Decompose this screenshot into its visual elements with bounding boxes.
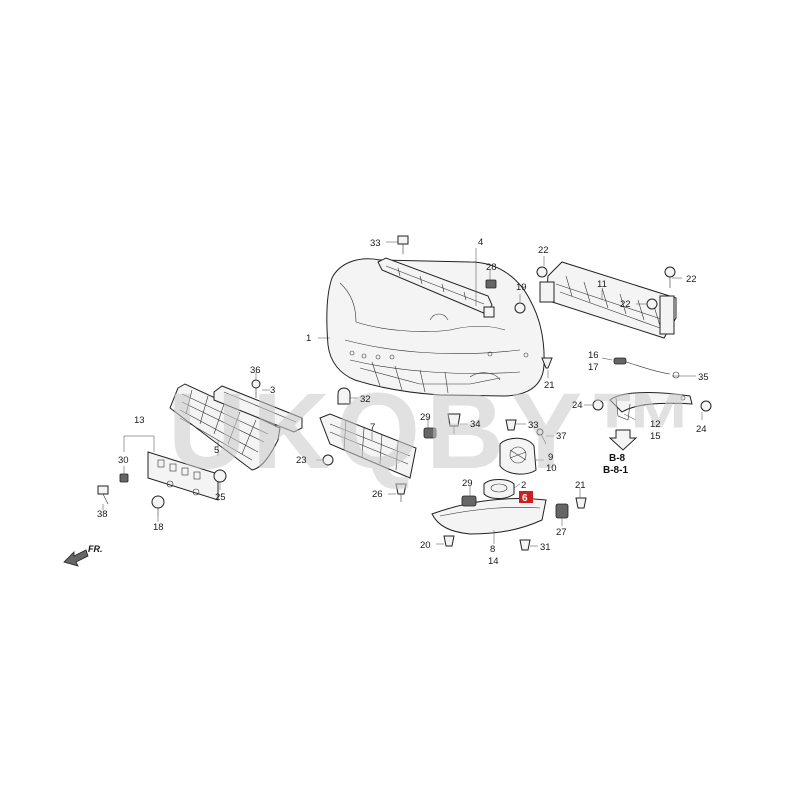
callout-35: 35 xyxy=(698,372,709,383)
callout-34: 34 xyxy=(470,419,481,430)
lower-grille xyxy=(169,383,281,471)
callout-22-right: 22 xyxy=(686,274,697,285)
callout-6-highlight xyxy=(519,491,533,503)
callout-22-left: 22 xyxy=(538,245,549,256)
sensor-wire-harness xyxy=(613,357,680,379)
front-arrow-icon xyxy=(63,549,89,567)
callout-22-mid: 22 xyxy=(620,299,631,310)
reference-arrow xyxy=(608,429,638,451)
callout-5: 5 xyxy=(214,445,219,456)
callout-37: 37 xyxy=(556,431,567,442)
callout-29-lower: 29 xyxy=(462,478,473,489)
callout-2: 2 xyxy=(521,480,526,491)
callout-21-lower: 21 xyxy=(575,480,586,491)
callout-20: 20 xyxy=(420,540,431,551)
fog-light-bezel xyxy=(499,437,537,475)
callout-21-upper: 21 xyxy=(544,380,555,391)
callout-24-left: 24 xyxy=(572,400,583,411)
watermark: UKQBY™ xyxy=(168,370,702,491)
callout-6: 6 xyxy=(522,493,528,504)
callout-10: 10 xyxy=(546,463,557,474)
license-plate-bracket xyxy=(147,451,219,501)
lower-air-deflector xyxy=(319,413,417,479)
side-spacer-bracket xyxy=(609,392,693,421)
bumper-beam-absorber xyxy=(539,261,677,339)
callout-3: 3 xyxy=(270,385,275,396)
callout-30: 30 xyxy=(118,455,129,466)
callout-16: 16 xyxy=(588,350,599,361)
callout-36: 36 xyxy=(250,365,261,376)
reference-b8: B-8 xyxy=(609,453,626,464)
callout-28: 28 xyxy=(486,262,497,273)
callout-4: 4 xyxy=(478,237,483,248)
callout-25: 25 xyxy=(215,492,226,503)
callout-27: 27 xyxy=(556,527,567,538)
callout-11: 11 xyxy=(597,279,607,290)
leader-lines xyxy=(102,241,703,547)
grille-mounting-bracket xyxy=(213,385,303,433)
callout-9: 9 xyxy=(548,452,553,463)
fasteners xyxy=(97,235,712,551)
callout-31: 31 xyxy=(540,542,551,553)
front-bumper-face xyxy=(326,258,545,397)
callout-13: 13 xyxy=(134,415,145,426)
callout-12: 12 xyxy=(650,419,661,430)
callout-38: 38 xyxy=(97,509,108,520)
reference-b8-1: B-8-1 xyxy=(603,465,628,476)
front-direction-label: FR. xyxy=(88,544,103,554)
callout-7: 7 xyxy=(370,422,375,433)
callout-18: 18 xyxy=(153,522,164,533)
lower-spoiler-lip xyxy=(431,495,547,535)
fog-light-cover xyxy=(483,479,515,499)
callout-8: 8 xyxy=(490,544,495,555)
upper-retainer-bracket xyxy=(377,257,495,318)
callout-33-right: 33 xyxy=(528,420,539,431)
callout-14: 14 xyxy=(488,556,499,567)
callout-19: 19 xyxy=(516,282,527,293)
callout-labels: 1 2 3 4 5 6 7 8 9 10 11 12 13 14 15 16 1… xyxy=(97,237,709,567)
front-direction-marker: FR. xyxy=(63,544,103,567)
callout-17: 17 xyxy=(588,362,599,373)
callout-29-upper: 29 xyxy=(420,412,431,423)
callout-15: 15 xyxy=(650,431,661,442)
callout-26: 26 xyxy=(372,489,383,500)
callout-1: 1 xyxy=(306,333,311,344)
callout-24-right: 24 xyxy=(696,424,707,435)
callout-32: 32 xyxy=(360,394,371,405)
callout-33-top: 33 xyxy=(370,238,381,249)
callout-23: 23 xyxy=(296,455,307,466)
